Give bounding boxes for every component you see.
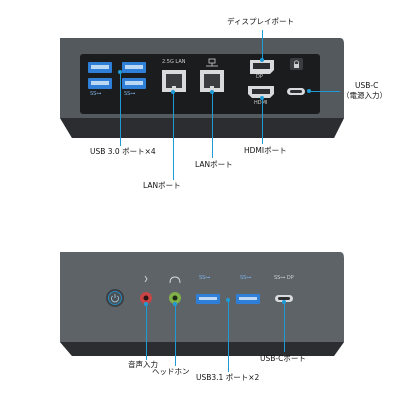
usb-port-icon (196, 294, 260, 304)
callout-line-hdmi (262, 98, 263, 144)
callout-dot-hdmi (260, 96, 264, 100)
front-device (60, 252, 344, 356)
usb-c-port-icon (287, 88, 305, 95)
label-usb31: USB3.1 ポート×2 (196, 373, 260, 382)
label-usb-c-top: USB-C (355, 81, 379, 90)
callout-dot-dp (260, 58, 264, 62)
label-audio-in: 音声入力 (128, 360, 158, 369)
displayport-icon (250, 60, 274, 74)
power-button-icon (106, 289, 124, 307)
mic-icon (140, 275, 152, 304)
rear-device-base (60, 118, 344, 138)
callout-line-lan-left (173, 92, 174, 180)
callout-line-usbc (310, 91, 340, 92)
ss-label-front-c: SS⊶ DP (274, 275, 294, 281)
label-lan-left: LANポート (143, 181, 181, 190)
callout-dot-audio-in (144, 302, 148, 306)
callout-line-dp (262, 30, 263, 60)
ss-label-front-b: SS⊶ (240, 275, 252, 281)
callout-line-audio-in (146, 304, 147, 360)
hdmi-port-icon (248, 86, 274, 98)
callout-line-usbc-front (284, 302, 285, 352)
label-display-port: ディスプレイポート (227, 17, 294, 26)
callout-dot-lan-right (210, 90, 214, 94)
front-device-base (60, 342, 344, 356)
label-lan-right: LANポート (195, 160, 233, 169)
callout-dot-usb30 (118, 70, 122, 74)
callout-dot-lan-left (171, 90, 175, 94)
ss-label-front-a: SS⊶ (199, 275, 211, 281)
callout-line-headphone (175, 304, 176, 366)
network-icon (206, 58, 218, 67)
callout-line-usb30 (120, 72, 121, 146)
lan-port-icon (162, 70, 224, 92)
callout-line-usb31 (228, 300, 229, 372)
callout-dot-usb31 (226, 298, 230, 302)
label-usb30: USB 3.0 ポート×4 (90, 147, 156, 156)
callout-dot-headphone (173, 302, 177, 306)
lock-icon (290, 58, 303, 70)
callout-line-lan-right (212, 92, 213, 158)
usb-c-port-icon (275, 295, 293, 302)
label-usbc-front: USB-Cポート (260, 354, 306, 363)
headphone-icon (169, 276, 181, 304)
hdmi-label: HDMI (254, 100, 268, 106)
usb-port-icon (88, 62, 146, 89)
lan-25g-label: 2.5G LAN (162, 59, 186, 65)
label-hdmi: HDMIポート (244, 146, 287, 155)
rear-device (60, 38, 344, 138)
ss-label-left-a: SS⊶ (90, 91, 102, 97)
label-headphone: ヘッドホン (152, 367, 190, 376)
dp-label: DP (256, 74, 263, 80)
label-usb-c-power: （電源入力） (342, 91, 387, 100)
callout-dot-usbc (307, 89, 311, 93)
callout-dot-usbc-front (282, 300, 286, 304)
ss-label-left-b: SS⊶ (124, 91, 136, 97)
